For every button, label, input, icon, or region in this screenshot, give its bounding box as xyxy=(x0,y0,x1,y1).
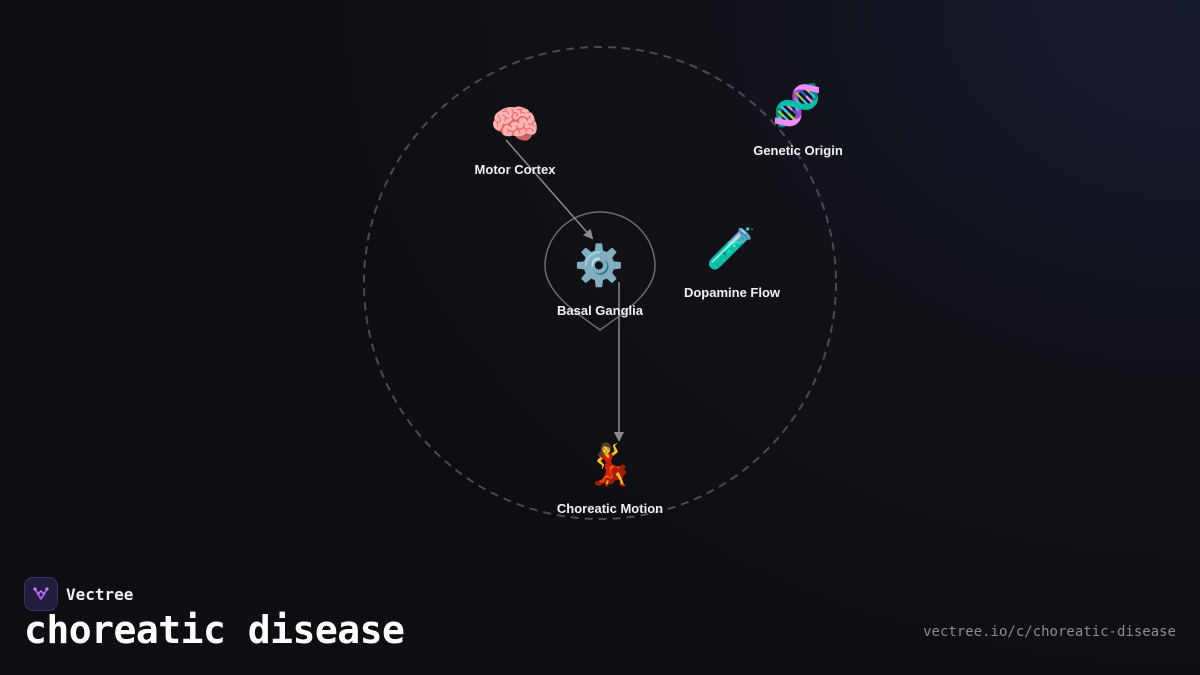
basal-ganglia-outline xyxy=(544,211,656,331)
node-label-choreatic-motion: Choreatic Motion xyxy=(556,501,664,516)
page-title: choreatic disease xyxy=(24,608,405,652)
edge-motor-cortex-to-basal-ganglia xyxy=(505,139,594,240)
node-label-basal-ganglia: Basal Ganglia xyxy=(557,303,643,318)
node-label-genetic-origin: Genetic Origin xyxy=(753,143,843,158)
dancer-icon: 💃 xyxy=(585,442,635,488)
gear-icon: ⚙️ xyxy=(574,243,624,289)
orbit-ring xyxy=(363,46,837,520)
node-label-dopamine-flow: Dopamine Flow xyxy=(683,285,781,300)
page-url[interactable]: vectree.io/c/choreatic-disease xyxy=(923,624,1176,640)
brain-icon: 🧠 xyxy=(490,102,540,148)
test-tube-icon: 🧪 xyxy=(706,226,756,272)
dna-icon: 🧬 xyxy=(772,83,822,129)
node-label-motor-cortex: Motor Cortex xyxy=(474,162,556,177)
brand: Vectree xyxy=(24,577,133,611)
vectree-logo-icon xyxy=(24,577,58,611)
brand-name: Vectree xyxy=(66,584,134,604)
